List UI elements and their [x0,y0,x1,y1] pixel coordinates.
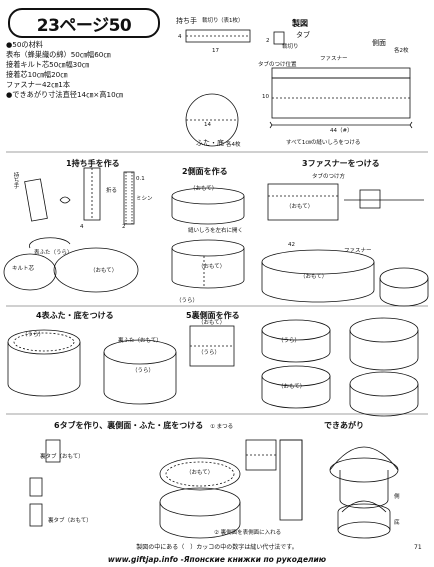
tab-pos-label: タブのつけ位置 [258,62,297,68]
side-label: 側面 [372,39,386,47]
materials-line: ●できあがり寸法直径14㎝×高10㎝ [6,90,123,99]
page-title: 23ページ50 [8,8,160,38]
step-5-title: 5裏側面を作る [186,311,240,320]
finished-title: できあがり [324,421,364,430]
back-label-5: （うら） [132,368,155,374]
fastener-label: ファスナー [320,56,348,62]
num-42-label: 42 [288,242,295,248]
materials-line: ●50の材料 [6,40,43,49]
step-2-title: 2側面を作る [182,167,228,176]
front-label-5: （おもて） [300,274,328,280]
handle-length: 17 [212,48,219,54]
materials-line: 接着芯10㎝幅20㎝ [6,70,68,79]
num-2-label: 2 [122,224,126,230]
step-1-title: 1持ち手を作る [66,159,120,168]
handle-label: 持ち手 [176,17,197,25]
step-6-title: 6タブを作り、裏側面・ふた・底をつける [54,421,204,430]
done-side-label: 側 [394,494,400,500]
seam-note: すべて1㎝の縫いしろをつける [286,140,361,146]
materials-line: ファスナー42㎝1本 [6,80,71,89]
bottom-dia: 14 [204,122,211,128]
front-label-2: （おもて） [190,186,218,192]
front-label-6: （おもて） [198,320,226,326]
side-qty: 各2枚 [394,48,409,54]
diagram-heading: 製図 [292,19,308,28]
materials-line: 表布（蜂巣織の綿）50㎝幅60㎝ [6,50,111,59]
footer-note: 製図の中にある（ ）カッコの中の数字は縫い代寸法です。 [136,544,298,551]
fold-label: 折る [106,188,118,194]
handle-qty: （表1枚） [218,18,244,24]
bottom-label: ふた・底 [196,139,224,147]
lid-front-label: 表ふた（うら） [34,250,73,256]
tab-cut: 裁切り [282,44,299,50]
step-4-title: 4表ふた・底をつける [36,311,114,320]
inner-tab-label-1: 裏タブ（おもて） [40,454,84,460]
front-label-7: （おもて） [278,384,306,390]
circ2-label: ② 裏側面を表側面に入れる [214,530,282,536]
side-height: 10 [262,94,269,100]
front-label-1: （おもて） [90,268,118,274]
materials-line: 接着キルト芯50㎝幅30㎝ [6,60,89,69]
page-number: 71 [414,544,422,551]
front-label-4: （おもて） [286,204,314,210]
handle-cut: 裁切り [202,18,219,24]
site-footer[interactable]: www.giftjap.info -Японские книжки по рук… [107,555,327,564]
back-label-6: （うら） [198,350,221,356]
bottom-qty: 各4枚 [226,142,241,148]
fastener-stitch-label: ファスナー [344,248,372,254]
back-label-4: （うら） [22,332,45,338]
tab-attach-label: タブのつけ方 [312,174,346,180]
num-4-label: 4 [80,224,84,230]
stitch-label-1: ミシン [136,196,153,202]
side-width: 44（#） [330,128,353,134]
quilt-label: キルト芯 [12,266,35,272]
seam-open-label: 縫いしろを左右に開く [188,228,244,234]
step-3-title: 3ファスナーをつける [302,159,380,168]
front-label-8: （おもて） [186,470,214,476]
inner-lid-label: 裏ふた（おもて） [118,338,162,344]
handle-word-label: 持ち手 [12,172,19,189]
tab-label: タブ [296,31,310,39]
front-label-3: （おもて） [198,264,226,270]
done-bottom-label: 底 [394,520,400,526]
circ1-label: ① まつる [210,424,234,430]
num-01-label: 0.1 [136,176,145,182]
back-label-7: （うら） [278,338,301,344]
handle-width: 4 [178,34,182,40]
inner-tab-label-2: 裏タブ（おもて） [48,518,92,524]
tab-h: 2 [266,38,270,44]
tab-pattern [273,31,285,45]
fastener-strip-pattern [271,67,411,79]
back-label-2: （うら） [176,298,199,304]
